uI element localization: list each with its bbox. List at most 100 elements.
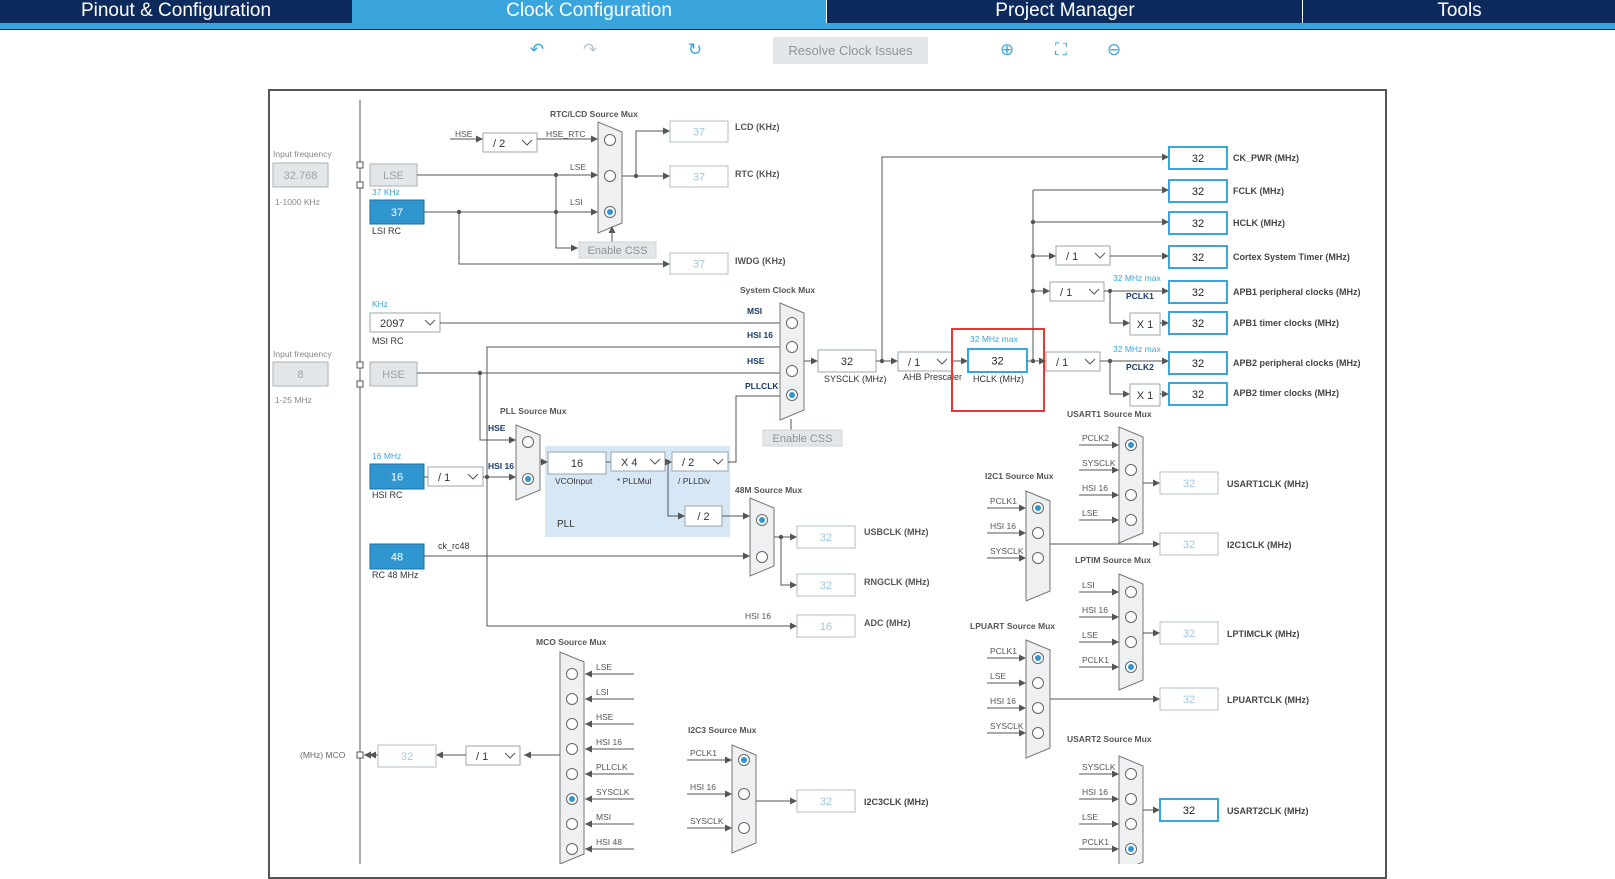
rtc-enable-css-button-box[interactable] bbox=[578, 241, 657, 259]
radio-button[interactable] bbox=[738, 788, 750, 800]
sysclk-enable-css-button-box[interactable] bbox=[762, 429, 843, 447]
hsi-rc-value: 16 bbox=[391, 472, 403, 484]
radio-button[interactable] bbox=[604, 170, 616, 182]
radio-button[interactable] bbox=[1125, 586, 1137, 598]
radio-button[interactable] bbox=[1032, 552, 1044, 564]
apb1-peripheral-value-box[interactable] bbox=[1168, 280, 1228, 304]
apb1-timer-value: 32 bbox=[1192, 318, 1204, 330]
radio-button[interactable] bbox=[566, 818, 578, 830]
pll-mul-select[interactable]: X 4 bbox=[621, 457, 638, 469]
apb2-divider-select[interactable]: / 1 bbox=[1056, 357, 1068, 369]
fclk-value-box[interactable] bbox=[1168, 179, 1228, 203]
radio-button[interactable] bbox=[1032, 702, 1044, 714]
systimer-divider-select[interactable]: / 1 bbox=[1066, 251, 1078, 263]
radio-button[interactable] bbox=[1125, 818, 1137, 830]
pll-div-select-box[interactable] bbox=[671, 451, 729, 472]
radio-button[interactable] bbox=[522, 436, 534, 448]
chevron-down-icon[interactable] bbox=[936, 358, 948, 365]
radio-button[interactable] bbox=[1032, 677, 1044, 689]
adc-frequency-output-box bbox=[796, 614, 856, 638]
tab-clock-configuration[interactable]: Clock Configuration bbox=[352, 0, 826, 23]
lse-pin bbox=[356, 181, 364, 189]
radio-button[interactable] bbox=[1125, 611, 1137, 623]
arrowhead bbox=[1112, 845, 1119, 853]
radio-button[interactable] bbox=[756, 551, 768, 563]
resolve-clock-issues-button[interactable]: Resolve Clock Issues bbox=[773, 37, 928, 64]
chevron-down-icon[interactable] bbox=[1084, 358, 1096, 365]
iwdg-frequency-label: IWDG (KHz) bbox=[735, 256, 786, 266]
radio-button[interactable] bbox=[786, 341, 798, 353]
chevron-down-icon[interactable] bbox=[1088, 288, 1100, 295]
rtc-hse-divider-select[interactable]: / 2 bbox=[493, 138, 505, 150]
rtc-frequency-output-box bbox=[669, 165, 729, 188]
radio-button[interactable] bbox=[1125, 464, 1137, 476]
radio-button[interactable] bbox=[1125, 768, 1137, 780]
ck-pwr-value-box[interactable] bbox=[1168, 146, 1228, 170]
hsi-divider-select[interactable]: / 1 bbox=[438, 472, 450, 484]
apb2-timer-multiplier-box[interactable] bbox=[1129, 383, 1161, 407]
ahb-prescaler-select[interactable]: / 1 bbox=[908, 357, 920, 369]
cortex-system-timer-label: Cortex System Timer (MHz) bbox=[1233, 252, 1350, 262]
radio-button[interactable] bbox=[1125, 636, 1137, 648]
chevron-down-icon[interactable] bbox=[504, 752, 516, 759]
apb2-timer-value-box[interactable] bbox=[1168, 382, 1228, 406]
redo-icon[interactable]: ↷ bbox=[582, 40, 598, 59]
hclk-output-label: HCLK (MHz) bbox=[1233, 218, 1285, 228]
arrowhead bbox=[725, 790, 732, 798]
zoom-out-icon[interactable]: ⊖ bbox=[1106, 40, 1122, 59]
apb1-divider-select[interactable]: / 1 bbox=[1060, 287, 1072, 299]
arrowhead bbox=[541, 458, 548, 466]
radio-selected-dot bbox=[1035, 655, 1041, 661]
cortex-system-timer-value-box[interactable] bbox=[1168, 245, 1228, 269]
radio-button[interactable] bbox=[786, 365, 798, 377]
wire bbox=[881, 156, 1169, 361]
pll-div-select[interactable]: / 2 bbox=[682, 457, 694, 469]
radio-button[interactable] bbox=[738, 822, 750, 834]
radio-button[interactable] bbox=[566, 668, 578, 680]
rtc-enable-css-button[interactable]: Enable CSS bbox=[588, 245, 648, 257]
usart2-output-box[interactable] bbox=[1159, 798, 1219, 822]
arrowhead bbox=[524, 751, 531, 759]
tab-project-manager[interactable]: Project Manager bbox=[826, 0, 1303, 23]
chevron-down-icon[interactable] bbox=[467, 473, 479, 480]
radio-button[interactable] bbox=[566, 768, 578, 780]
radio-button[interactable] bbox=[1032, 727, 1044, 739]
chevron-down-icon[interactable] bbox=[1094, 252, 1106, 259]
chevron-down-icon[interactable] bbox=[712, 458, 724, 465]
hsi-divider-select-box[interactable] bbox=[427, 466, 484, 487]
chevron-down-icon[interactable] bbox=[521, 139, 533, 146]
apb1-timer-multiplier-box[interactable] bbox=[1129, 312, 1161, 336]
lpuart-source-mux-title: LPUART Source Mux bbox=[970, 621, 1055, 631]
rtc-hse-divider-select-box[interactable] bbox=[482, 132, 538, 153]
radio-button[interactable] bbox=[604, 134, 616, 146]
vco-input-value-box[interactable] bbox=[547, 451, 607, 475]
chevron-down-icon[interactable] bbox=[424, 319, 436, 326]
undo-icon[interactable]: ↶ bbox=[529, 40, 545, 59]
radio-button[interactable] bbox=[1032, 527, 1044, 539]
arrowhead bbox=[663, 172, 670, 180]
apb2-peripheral-value-box[interactable] bbox=[1168, 351, 1228, 375]
radio-button[interactable] bbox=[566, 743, 578, 755]
hclk-output-value-box[interactable] bbox=[1168, 211, 1228, 235]
radio-button[interactable] bbox=[566, 718, 578, 730]
radio-button[interactable] bbox=[786, 317, 798, 329]
arrowhead bbox=[743, 552, 750, 560]
radio-button[interactable] bbox=[566, 693, 578, 705]
tab-pinout[interactable]: Pinout & Configuration bbox=[80, 0, 272, 21]
radio-button[interactable] bbox=[566, 843, 578, 855]
lse-frequency-input: 32.768 bbox=[284, 170, 318, 182]
chevron-down-icon[interactable] bbox=[649, 458, 661, 465]
lpuart-output-box bbox=[1159, 687, 1219, 711]
hse-frequency-input-box bbox=[272, 361, 329, 387]
radio-button[interactable] bbox=[1125, 514, 1137, 526]
zoom-in-icon[interactable]: ⊕ bbox=[999, 40, 1015, 59]
sysclk-enable-css-button[interactable]: Enable CSS bbox=[773, 433, 833, 445]
radio-button[interactable] bbox=[1125, 489, 1137, 501]
tab-tools[interactable]: Tools bbox=[1302, 0, 1615, 23]
refresh-icon[interactable]: ↻ bbox=[687, 40, 703, 59]
fit-screen-icon[interactable]: ⛶ bbox=[1055, 40, 1067, 59]
apb1-timer-value-box[interactable] bbox=[1168, 311, 1228, 335]
mco-divider-select[interactable]: / 1 bbox=[476, 751, 488, 763]
radio-button[interactable] bbox=[1125, 793, 1137, 805]
msi-frequency-select[interactable]: 2097 bbox=[380, 318, 404, 330]
